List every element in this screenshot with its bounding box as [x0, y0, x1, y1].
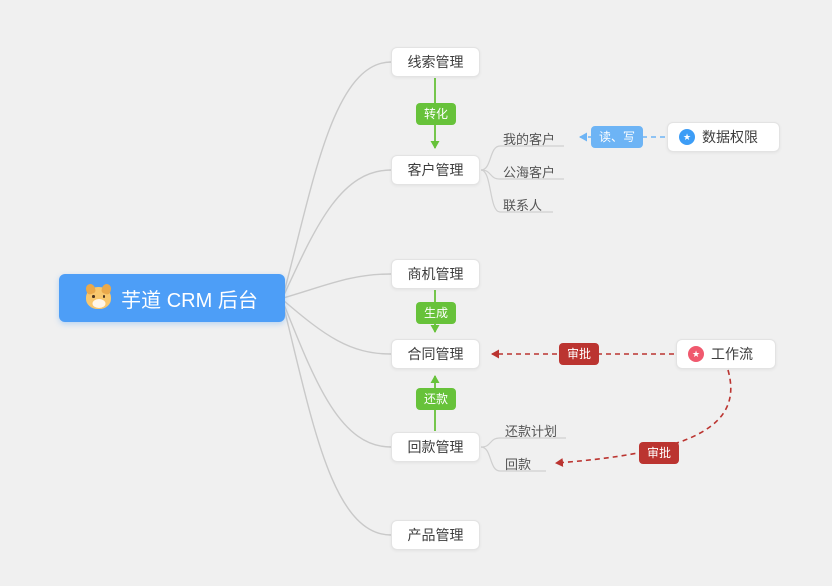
node-leads-label: 线索管理 [407, 54, 464, 70]
root-label: 芋道 CRM 后台 [121, 289, 258, 312]
badge-generate[interactable]: 生成 [415, 302, 457, 324]
node-opportunities[interactable]: 商机管理 [391, 259, 480, 289]
node-leads[interactable]: 线索管理 [391, 47, 480, 77]
edge-root-customers [282, 169, 392, 298]
node-receivables-label: 回款管理 [407, 439, 464, 455]
edge-root-contract [282, 299, 392, 355]
node-workflow[interactable]: ★ 工作流 [676, 339, 776, 369]
edge-receivable-payment [480, 446, 546, 472]
node-contracts-label: 合同管理 [407, 346, 464, 362]
node-customers-label: 客户管理 [407, 162, 464, 178]
node-opportunities-label: 商机管理 [407, 266, 464, 282]
edge-receivable-plan [480, 437, 566, 448]
edge-root-receivable [282, 301, 392, 448]
node-data-permission-label: 数据权限 [702, 129, 758, 145]
edge-customers-contacts [480, 169, 553, 213]
leaf-my-customers[interactable]: 我的客户 [503, 132, 556, 147]
node-receivables[interactable]: 回款管理 [391, 432, 480, 462]
node-workflow-label: 工作流 [711, 346, 753, 362]
node-products[interactable]: 产品管理 [391, 520, 480, 550]
leaf-repayment-plan[interactable]: 还款计划 [505, 424, 558, 439]
star-icon: ★ [688, 346, 704, 362]
edge-root-opportunity [282, 273, 392, 299]
edge-root-product [282, 303, 392, 536]
leaf-contacts[interactable]: 联系人 [503, 198, 543, 213]
edge-approve-receivable-arrow [555, 369, 732, 467]
star-icon: ★ [679, 129, 695, 145]
edge-root-leads [282, 61, 392, 297]
badge-repay[interactable]: 还款 [415, 388, 457, 410]
leaf-public-customers[interactable]: 公海客户 [503, 165, 556, 180]
dog-logo-icon [84, 282, 113, 309]
edge-customers-my [480, 145, 564, 171]
badge-convert[interactable]: 转化 [415, 103, 457, 125]
edge-customers-public [480, 169, 564, 180]
mindmap-root[interactable]: 芋道 CRM 后台 [59, 274, 285, 322]
node-products-label: 产品管理 [407, 527, 464, 543]
badge-read-write[interactable]: 读、写 [590, 126, 644, 148]
node-data-permission[interactable]: ★ 数据权限 [667, 122, 780, 152]
node-contracts[interactable]: 合同管理 [391, 339, 480, 369]
badge-approve-receivable[interactable]: 审批 [638, 442, 680, 464]
badge-approve-contract[interactable]: 审批 [558, 343, 600, 365]
node-customers[interactable]: 客户管理 [391, 155, 480, 185]
leaf-repayment[interactable]: 回款 [505, 457, 532, 472]
